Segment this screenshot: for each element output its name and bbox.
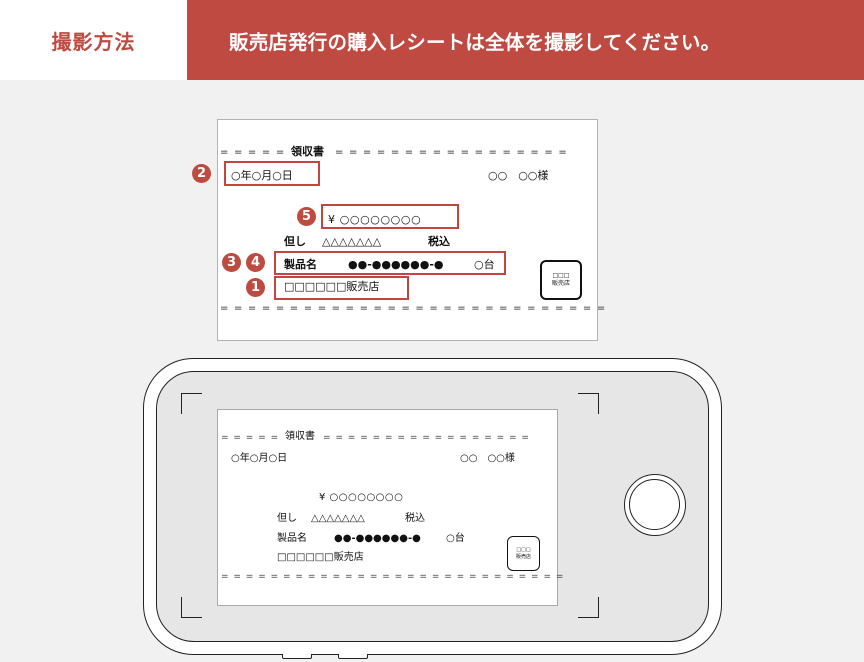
screen-rule-bottom: = = = = = = = = = = = = = = = = = = = = … [221,572,565,582]
screen-customer: ○○ ○○様 [460,453,515,464]
highlight-date [224,161,320,186]
receipt-note-value: △△△△△△△ [322,235,382,248]
receipt-product-code: ●●-●●●●●●-● [348,258,444,271]
screen-stamp-line-1: □□□ [516,546,531,553]
screen-store-stamp: □□□ 販売店 [507,536,540,571]
receipt-date: ○年○月○日 [231,169,293,182]
stamp-line-1: □□□ [552,272,570,279]
receipt-store: □□□□□□販売店 [284,280,380,293]
store-stamp: □□□ 販売店 [540,260,582,300]
receipt-rule-bottom: = = = = = = = = = = = = = = = = = = = = … [220,303,607,314]
screen-note-value: △△△△△△△ [311,513,365,524]
shutter-button-inner-ring [629,479,680,530]
screen-date: ○年○月○日 [231,453,288,464]
screen-product-label: 製品名 [277,533,307,544]
phone-side-button-2 [338,654,368,659]
shutter-button[interactable] [624,474,686,536]
receipt-amount: ¥ ○○○○○○○○ [328,213,422,226]
screen-product-code: ●●-●●●●●●-● [334,533,421,544]
screen-store: □□□□□□販売店 [277,552,364,563]
highlight-store [274,276,409,300]
section-label: 撮影方法 [0,0,187,80]
screen-quantity: ○台 [446,533,465,544]
receipt-tax: 税込 [428,235,450,248]
phone-side-button-1 [282,654,312,659]
marker-5: 5 [297,207,316,226]
stamp-line-2: 販売店 [551,280,570,287]
screen-rule-right: = = = = = = = = = = = = = = = = = [323,433,530,443]
highlight-product [274,251,506,275]
marker-2: 2 [192,164,211,183]
marker-1: 1 [246,278,265,297]
receipt-rule-left: = = = = = [220,147,286,158]
viewfinder-corner-br [578,597,599,618]
receipt-customer: ○○ ○○様 [488,169,549,182]
instruction-message: 販売店発行の購入レシートは全体を撮影してください。 [187,0,864,80]
receipt-quantity: ○台 [474,258,495,271]
highlight-amount [321,204,459,229]
screen-stamp-line-2: 販売店 [515,553,531,560]
screen-note-label: 但し [277,513,297,524]
receipt-note-label: 但し [284,235,306,248]
screen-tax: 税込 [405,513,425,524]
receipt-product-label: 製品名 [284,258,317,271]
marker-4: 4 [246,253,265,272]
viewfinder-corner-tl [181,393,202,414]
viewfinder-corner-bl [181,597,202,618]
receipt-title: 領収書 [291,145,324,158]
screen-amount: ¥ ○○○○○○○○ [319,492,404,503]
header-banner: 撮影方法 販売店発行の購入レシートは全体を撮影してください。 [0,0,864,80]
screen-rule-left: = = = = = [221,433,280,443]
receipt-rule-right: = = = = = = = = = = = = = = = = = [335,147,568,158]
marker-3: 3 [222,253,241,272]
screen-receipt-title: 領収書 [285,431,315,442]
receipt-illustration: = = = = = 領収書 = = = = = = = = = = = = = … [217,119,605,341]
viewfinder-corner-tr [578,393,599,414]
phone-screen-receipt: = = = = = 領収書 = = = = = = = = = = = = = … [217,409,563,606]
